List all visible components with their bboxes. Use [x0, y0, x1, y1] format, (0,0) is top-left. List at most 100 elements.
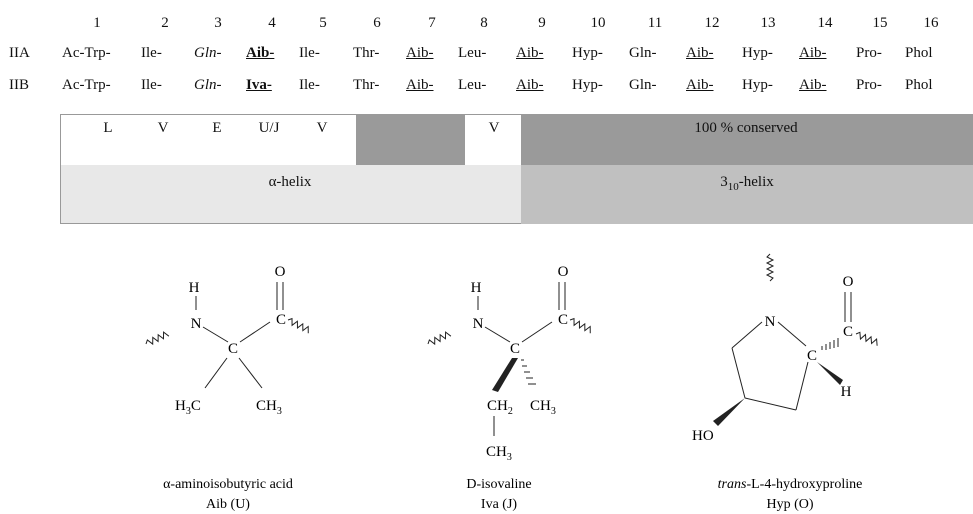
- position-number: 15: [872, 15, 888, 31]
- variation-pos3: E: [212, 120, 222, 136]
- residue: Iva-: [246, 77, 272, 93]
- helix-310-region: [521, 165, 973, 224]
- conservation-table: L V E U/J V V 100 % conserved α-helix 31…: [60, 114, 973, 224]
- iva-ch2: CH2: [487, 398, 513, 417]
- residue: Gln-: [194, 45, 222, 61]
- alpha-helix-region: [60, 165, 521, 224]
- aib-o: O: [275, 264, 286, 280]
- position-number: 14: [817, 15, 833, 31]
- iva-n: N: [473, 316, 484, 332]
- aib-c-alpha: C: [228, 341, 238, 357]
- residue: Aib-: [516, 45, 544, 61]
- position-number: 8: [480, 15, 488, 31]
- sequence-row-label: IIB: [9, 77, 29, 93]
- residue: Ac-Trp-: [62, 77, 111, 93]
- aib-structure: H N C C O H3C CH3: [144, 264, 312, 417]
- residue: Phol: [905, 77, 933, 93]
- residue: Aib-: [799, 45, 827, 61]
- conserved-label: 100 % conserved: [694, 120, 798, 136]
- iva-wedge-bond: [492, 358, 518, 392]
- residue: Gln-: [629, 77, 657, 93]
- position-number: 5: [319, 15, 327, 31]
- residue: Hyp-: [742, 45, 773, 61]
- hyp-h: H: [841, 384, 852, 400]
- conserved-block-thr-aib: [356, 114, 465, 165]
- residue: Ac-Trp-: [62, 45, 111, 61]
- variation-pos5: V: [316, 120, 328, 136]
- hyp-wedge-oh: [713, 398, 745, 426]
- variable-region-1: [60, 114, 356, 165]
- variation-pos4: U/J: [258, 120, 280, 136]
- iva-ch3-right: CH3: [530, 398, 556, 417]
- residue: Ile-: [299, 45, 320, 61]
- iva-o: O: [558, 264, 569, 280]
- position-number: 9: [538, 15, 546, 31]
- residue: Aib-: [686, 45, 714, 61]
- residue: Aib-: [246, 45, 275, 61]
- variation-pos2: V: [157, 120, 169, 136]
- aib-n: N: [191, 316, 202, 332]
- iva-abbr: Iva (J): [481, 497, 517, 512]
- residue: Gln-: [194, 77, 222, 93]
- hyp-abbr: Hyp (O): [766, 497, 813, 512]
- hyp-ho: HO: [692, 428, 714, 444]
- structures-svg: H N C C O H3C CH3 H N C C O: [144, 253, 880, 512]
- position-number: 16: [923, 15, 939, 31]
- residue: Pro-: [856, 77, 882, 93]
- conserved-block-c-terminal: [521, 114, 973, 165]
- residue: Aib-: [686, 77, 714, 93]
- residue: Hyp-: [572, 45, 603, 61]
- variation-pos8: V: [488, 120, 500, 136]
- residue: Ile-: [141, 45, 162, 61]
- aib-c-carbonyl: C: [276, 312, 286, 328]
- aib-h: H: [189, 280, 200, 296]
- variation-pos1: L: [103, 120, 113, 136]
- residue: Leu-: [458, 77, 487, 93]
- residue: Hyp-: [572, 77, 603, 93]
- position-number: 13: [760, 15, 776, 31]
- iva-c-alpha: C: [510, 341, 520, 357]
- residue: Thr-: [353, 77, 380, 93]
- residue: Ile-: [299, 77, 320, 93]
- position-number: 3: [214, 15, 222, 31]
- position-number: 12: [704, 15, 720, 31]
- hyp-c-alpha: C: [807, 348, 817, 364]
- helix-310-label: 310-helix: [720, 174, 774, 193]
- residue: Aib-: [799, 77, 827, 93]
- hyp-name: trans-L-4-hydroxyproline: [718, 477, 863, 492]
- position-number: 6: [373, 15, 381, 31]
- iva-ch3-bottom: CH3: [486, 444, 512, 463]
- position-number: 4: [268, 15, 276, 31]
- residue: Pro-: [856, 45, 882, 61]
- aib-name: α-aminoisobutyric acid: [163, 477, 293, 492]
- residue: Ile-: [141, 77, 162, 93]
- aib-methyl-right: CH3: [256, 398, 282, 417]
- iva-structure: H N C C O CH2 CH3 CH3: [426, 264, 594, 463]
- residue: Leu-: [458, 45, 487, 61]
- position-number: 10: [590, 15, 606, 31]
- alpha-helix-label: α-helix: [268, 174, 312, 190]
- aib-methyl-left: H3C: [175, 398, 201, 417]
- position-number: 1: [93, 15, 101, 31]
- residue: Aib-: [516, 77, 544, 93]
- residue: Thr-: [353, 45, 380, 61]
- hyp-n: N: [765, 314, 776, 330]
- aib-abbr: Aib (U): [206, 497, 250, 512]
- hyp-c-carbonyl: C: [843, 324, 853, 340]
- hyp-wedge-h: [817, 362, 843, 385]
- residue: Aib-: [406, 77, 434, 93]
- position-number: 11: [647, 15, 663, 31]
- residue: Phol: [905, 45, 933, 61]
- iva-h: H: [471, 280, 482, 296]
- residue: Aib-: [406, 45, 434, 61]
- hyp-structure: N C C O H HO: [692, 253, 880, 444]
- iva-c-carbonyl: C: [558, 312, 568, 328]
- variable-region-leu: [465, 114, 521, 165]
- hyp-o: O: [843, 274, 854, 290]
- residue: Hyp-: [742, 77, 773, 93]
- residue: Gln-: [629, 45, 657, 61]
- iva-name: D-isovaline: [466, 477, 531, 492]
- position-number: 2: [161, 15, 169, 31]
- position-number: 7: [428, 15, 436, 31]
- sequence-row-label: IIA: [9, 45, 30, 61]
